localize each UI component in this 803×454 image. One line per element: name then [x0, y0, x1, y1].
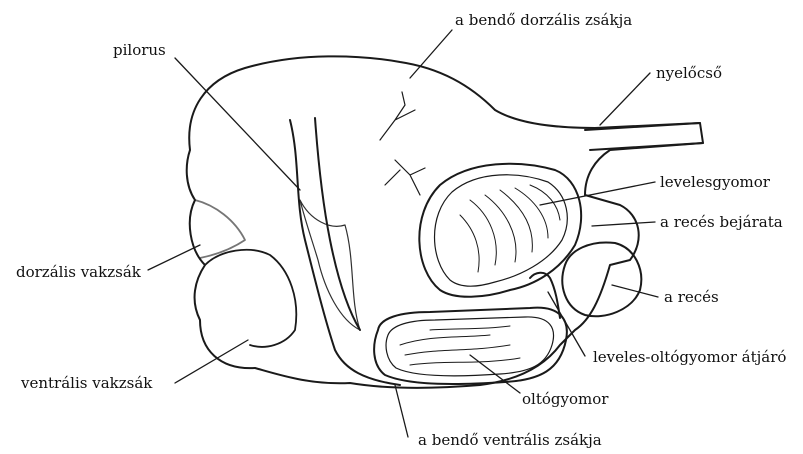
label-esophagus: nyelőcső	[656, 66, 722, 81]
leader-ventral-blind-sac	[175, 340, 248, 383]
dorsal-blind-sac	[195, 200, 245, 258]
label-pylorus: pilorus	[113, 43, 166, 58]
ventral-blind-sac	[205, 250, 296, 347]
leader-passage	[548, 292, 585, 356]
label-ventral-sac: a bendő ventrális zsákja	[418, 433, 602, 448]
abomasum-folds	[400, 326, 520, 365]
label-omasum: levelesgyomor	[660, 175, 770, 190]
label-reticulum: a recés	[664, 290, 719, 305]
pylorus-channel	[290, 120, 400, 385]
leader-lines	[148, 30, 658, 437]
vessels	[380, 92, 425, 195]
label-dorsal-sac: a bendő dorzális zsákja	[455, 13, 632, 28]
label-dorsal-blind-sac: dorzális vakzsák	[16, 265, 141, 280]
leader-ventral-sac	[395, 385, 408, 437]
leader-reticulum-entrance	[592, 222, 655, 226]
label-abomasum: oltógyomor	[522, 392, 608, 407]
leader-omasum	[540, 182, 655, 205]
label-ventral-blind-sac: ventrális vakzsák	[21, 376, 152, 391]
leader-reticulum	[612, 285, 658, 297]
leader-esophagus	[600, 73, 650, 125]
omasum-shape	[419, 164, 581, 297]
label-omasum-abomasum-passage: leveles-oltógyomor átjáró	[593, 350, 786, 365]
label-reticulum-entrance: a recés bejárata	[660, 215, 783, 230]
reticulum-shape	[562, 242, 641, 316]
leader-dorsal-blind-sac	[148, 245, 200, 270]
leader-dorsal-sac	[410, 30, 452, 78]
dorsal-sac-shading	[200, 68, 431, 153]
rumen-outline	[187, 56, 703, 388]
leader-pylorus	[175, 58, 300, 190]
